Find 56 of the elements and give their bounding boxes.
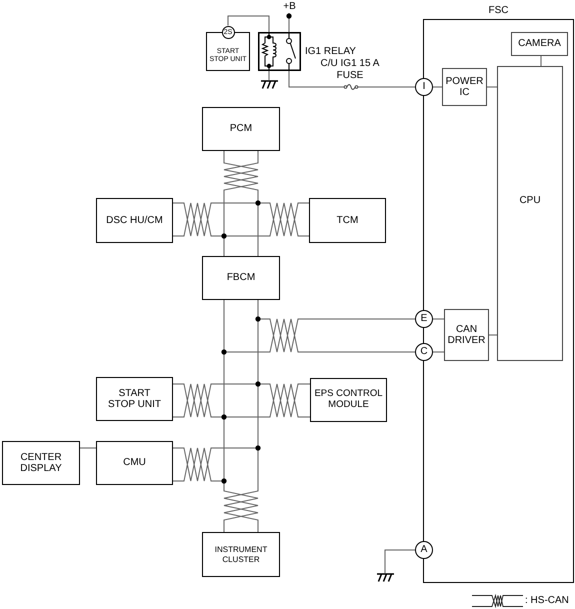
wire xyxy=(288,12,290,32)
twisted-pair-cable xyxy=(224,300,258,532)
component-box xyxy=(444,309,489,361)
module-label: CMU xyxy=(123,457,146,469)
wire xyxy=(268,70,270,80)
module-box xyxy=(96,198,173,243)
twisted-pair-cable xyxy=(172,202,310,236)
module-label: INSTRUMENT CLUSTER xyxy=(214,545,268,564)
terminal-label: A xyxy=(420,545,428,555)
module-box xyxy=(202,532,280,577)
wire xyxy=(384,550,416,574)
terminal-label: E xyxy=(420,314,428,324)
module-label: TCM xyxy=(336,214,358,226)
component-label: CAN DRIVER xyxy=(446,324,486,346)
component-label: CAMERA xyxy=(518,38,561,50)
terminal-label: C xyxy=(420,347,428,357)
terminal-pin xyxy=(415,343,433,361)
module-box xyxy=(202,107,280,151)
module-label: DSC HU/CM xyxy=(106,214,163,226)
twisted-pair-wire xyxy=(258,318,416,352)
wire xyxy=(432,318,444,320)
wire xyxy=(486,86,498,88)
terminal-pin xyxy=(415,541,433,559)
supply-label: +B xyxy=(282,1,297,12)
legend-label: : HS-CAN xyxy=(525,594,569,608)
module-box xyxy=(202,256,280,300)
terminal-pin xyxy=(222,26,234,38)
module-label: PCM xyxy=(230,123,252,135)
component-label: CPU xyxy=(519,194,541,206)
module-label: EPS CONTROL MODULE xyxy=(313,389,384,411)
edge-label: C/U IG1 15 A FUSE xyxy=(320,58,380,82)
terminal-pin xyxy=(415,310,433,328)
module-box xyxy=(2,441,80,485)
twisted-pair-cable xyxy=(224,150,258,256)
wire xyxy=(432,86,442,88)
component-box xyxy=(442,68,487,106)
terminal-pin xyxy=(415,78,433,96)
wire xyxy=(488,334,498,336)
module-label: START STOP UNIT xyxy=(107,388,162,410)
module-box xyxy=(96,377,173,421)
module-box xyxy=(96,441,173,485)
twisted-pair-wire xyxy=(224,318,416,352)
module-label: CENTER DISPLAY xyxy=(19,452,63,474)
module-box xyxy=(310,378,387,422)
twisted-pair-cable xyxy=(172,448,258,482)
module-label: FBCM xyxy=(226,272,256,284)
twisted-pair-cable xyxy=(172,384,310,418)
terminal-label: I xyxy=(422,82,426,92)
component-box xyxy=(511,32,568,56)
wire xyxy=(540,56,542,66)
relay-label: IG1 RELAY xyxy=(305,46,356,58)
component-box xyxy=(497,66,563,361)
component-label: POWER IC xyxy=(444,76,484,98)
module-box xyxy=(309,198,386,243)
unit-label: FSC xyxy=(488,5,510,16)
wire xyxy=(288,70,416,88)
